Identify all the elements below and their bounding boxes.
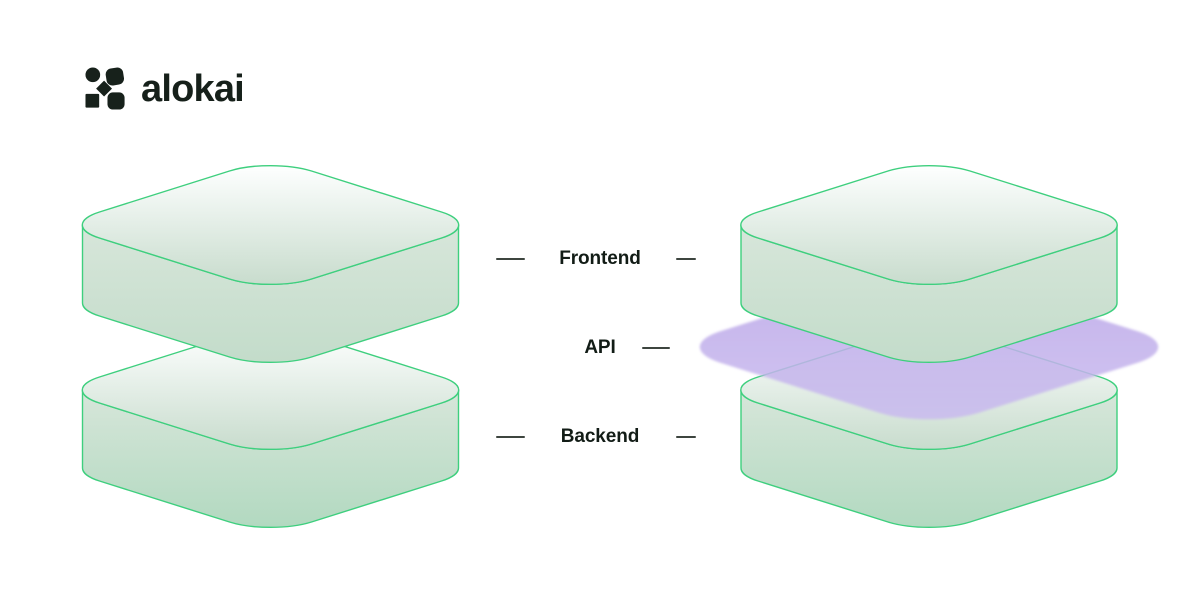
alokai-logomark-icon: [85, 67, 125, 110]
api-label: API: [584, 337, 616, 358]
frontend-right-dash: [676, 258, 696, 260]
left-stack: [81, 164, 460, 529]
backend-right-dash: [676, 436, 696, 438]
frontend-left-dash: [496, 258, 525, 260]
api-right-dash: [642, 347, 670, 349]
frontend-label: Frontend: [559, 248, 641, 269]
backend-left-dash: [496, 436, 525, 438]
left-frontend-box: [81, 164, 460, 364]
backend-label: Backend: [560, 426, 640, 447]
alokai-logo: alokai: [85, 66, 245, 112]
right-stack: [699, 164, 1159, 529]
alokai-logo-text: alokai: [141, 68, 245, 110]
